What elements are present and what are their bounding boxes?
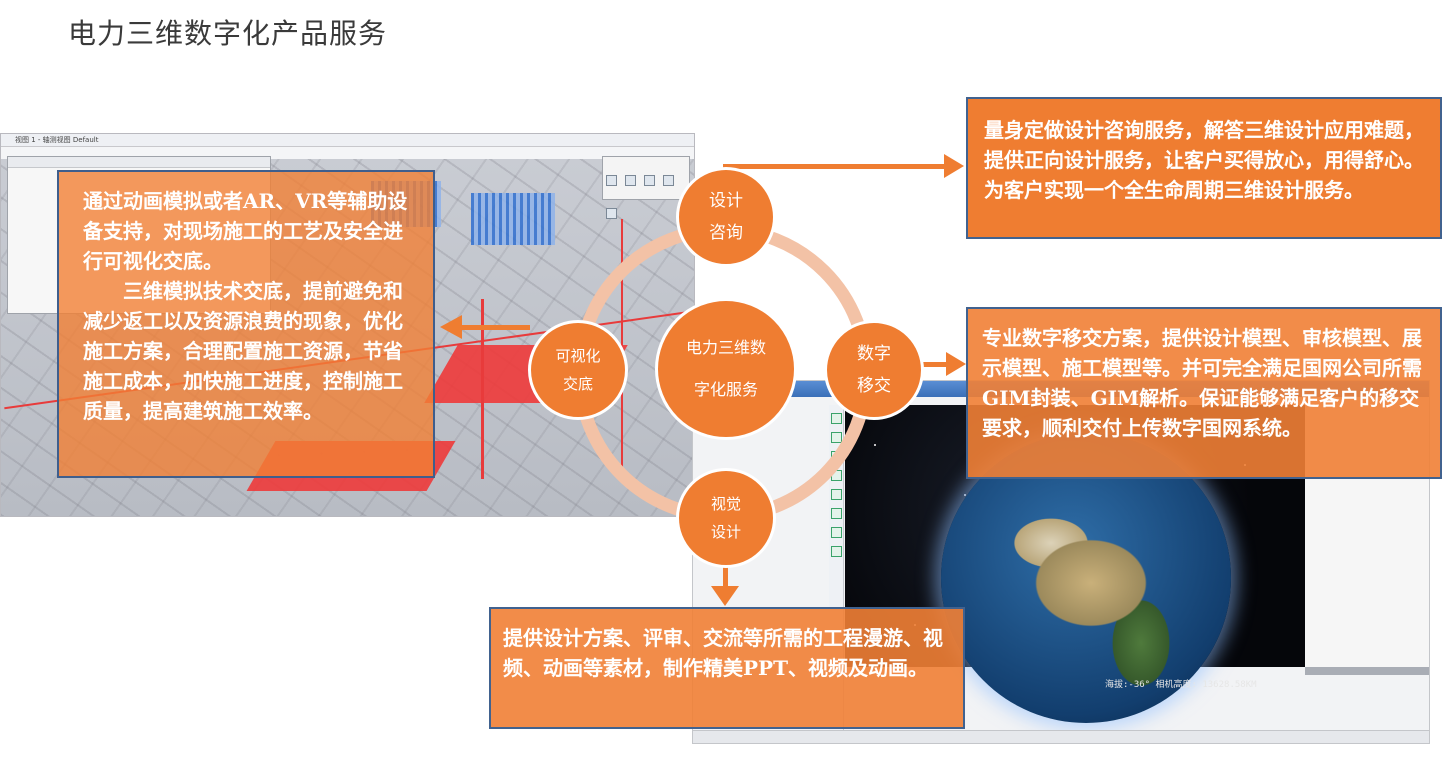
- visual-design-circle: 视觉 设计: [676, 468, 776, 568]
- arrow-to-design-consult: [723, 164, 948, 169]
- tool-icon[interactable]: [830, 508, 842, 519]
- arrow-head-left-icon: [440, 315, 462, 339]
- visual-design-line1: 视觉: [710, 494, 741, 513]
- design-consult-description: 量身定做设计咨询服务，解答三维设计应用难题，提供正向设计服务，让客户买得放心，用…: [966, 97, 1442, 239]
- design-consult-line2: 咨询: [709, 223, 743, 243]
- center-label-line1: 电力三维数: [685, 338, 766, 358]
- design-consult-circle: 设计 咨询: [676, 167, 776, 267]
- arrow-to-visual-delivery: [462, 325, 530, 330]
- digital-transfer-description: 专业数字移交方案，提供设计模型、审核模型、展示模型、施工模型等。并可完全满足国网…: [966, 307, 1442, 479]
- digital-transfer-circle: 数字 移交: [824, 320, 924, 420]
- design-consult-line1: 设计: [709, 190, 743, 211]
- tool-icon[interactable]: [644, 175, 656, 186]
- arrow-head-down-icon: [711, 586, 739, 606]
- status-bar: [693, 730, 1429, 743]
- arrow-head-right-icon: [944, 154, 964, 178]
- description-paragraph: 三维模拟技术交底，提前避免和减少返工以及资源浪费的现象，优化施工方案，合理配置施…: [83, 279, 403, 423]
- tool-icon[interactable]: [606, 175, 617, 186]
- pane-divider: [1305, 667, 1429, 675]
- camera-status: 海拔:-36° 相机高度: 13628.58KM: [1105, 680, 1257, 690]
- arrow-to-visual-design: [723, 566, 728, 588]
- arrow-head-right-icon: [946, 352, 966, 376]
- visual-delivery-circle: 可视化 交底: [528, 320, 628, 420]
- cable-line: [481, 299, 484, 479]
- panel-header: [8, 157, 270, 168]
- center-label-line2: 字化服务: [693, 380, 758, 399]
- tool-icon[interactable]: [606, 208, 617, 219]
- visual-delivery-line1: 可视化: [555, 346, 601, 365]
- visual-delivery-description: 通过动画模拟或者AR、VR等辅助设备支持，对现场施工的工艺及安全进行可视化交底。…: [57, 170, 435, 478]
- tool-icon[interactable]: [830, 546, 842, 557]
- arrow-to-digital-transfer: [922, 362, 950, 367]
- tool-icon[interactable]: [663, 175, 675, 186]
- tool-icon[interactable]: [830, 527, 842, 538]
- tool-icon[interactable]: [625, 175, 637, 186]
- earth-globe[interactable]: [941, 433, 1231, 723]
- window-titlebar: 视图 1 - 轴测视图 Default: [1, 134, 694, 147]
- blue-structure: [471, 193, 555, 245]
- page-title: 电力三维数字化产品服务: [68, 17, 388, 50]
- center-circle: 电力三维数 字化服务: [655, 298, 797, 440]
- visual-delivery-line2: 交底: [562, 375, 593, 393]
- digital-transfer-line2: 移交: [857, 376, 891, 396]
- visual-design-line2: 设计: [710, 523, 741, 541]
- digital-transfer-line1: 数字: [857, 343, 891, 364]
- tool-palette: [602, 156, 690, 219]
- description-paragraph: 通过动画模拟或者AR、VR等辅助设备支持，对现场施工的工艺及安全进行可视化交底。: [83, 189, 408, 273]
- tool-icon[interactable]: [830, 489, 842, 500]
- visual-design-description: 提供设计方案、评审、交流等所需的工程漫游、视频、动画等素材，制作精美PPT、视频…: [489, 607, 965, 729]
